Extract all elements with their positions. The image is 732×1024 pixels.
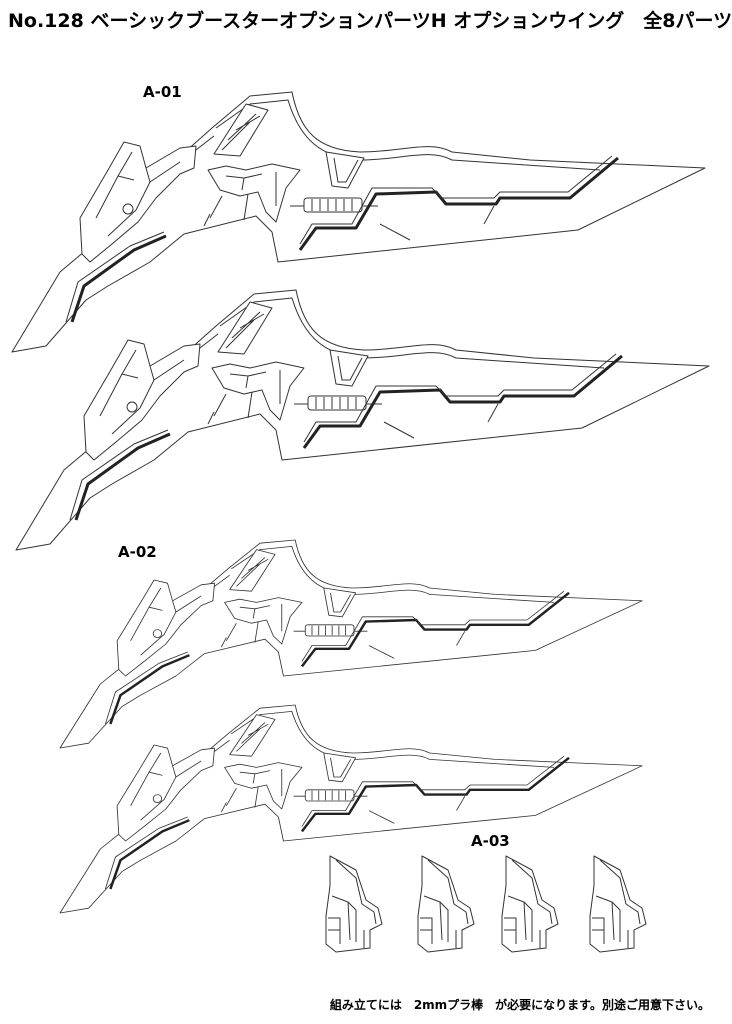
wing-a01-1 [10, 90, 707, 354]
clip-a03-2 [417, 855, 475, 953]
wing-a01-2 [14, 288, 711, 552]
clip-a03-3 [501, 855, 559, 953]
sheet-title: No.128 ベーシックブースターオプションパーツH オプションウイング 全8パ… [8, 10, 732, 32]
assembly-note: 組み立てには 2mmプラ棒 が必要になります。別途ご用意下さい。 [329, 998, 710, 1012]
part-label-a01: A-01 [143, 83, 182, 101]
clip-a03-4 [589, 855, 647, 953]
clip-a03-1 [325, 855, 383, 953]
part-label-a03: A-03 [471, 832, 510, 850]
wing-a02-1 [58, 538, 644, 750]
part-label-a02: A-02 [118, 543, 157, 561]
